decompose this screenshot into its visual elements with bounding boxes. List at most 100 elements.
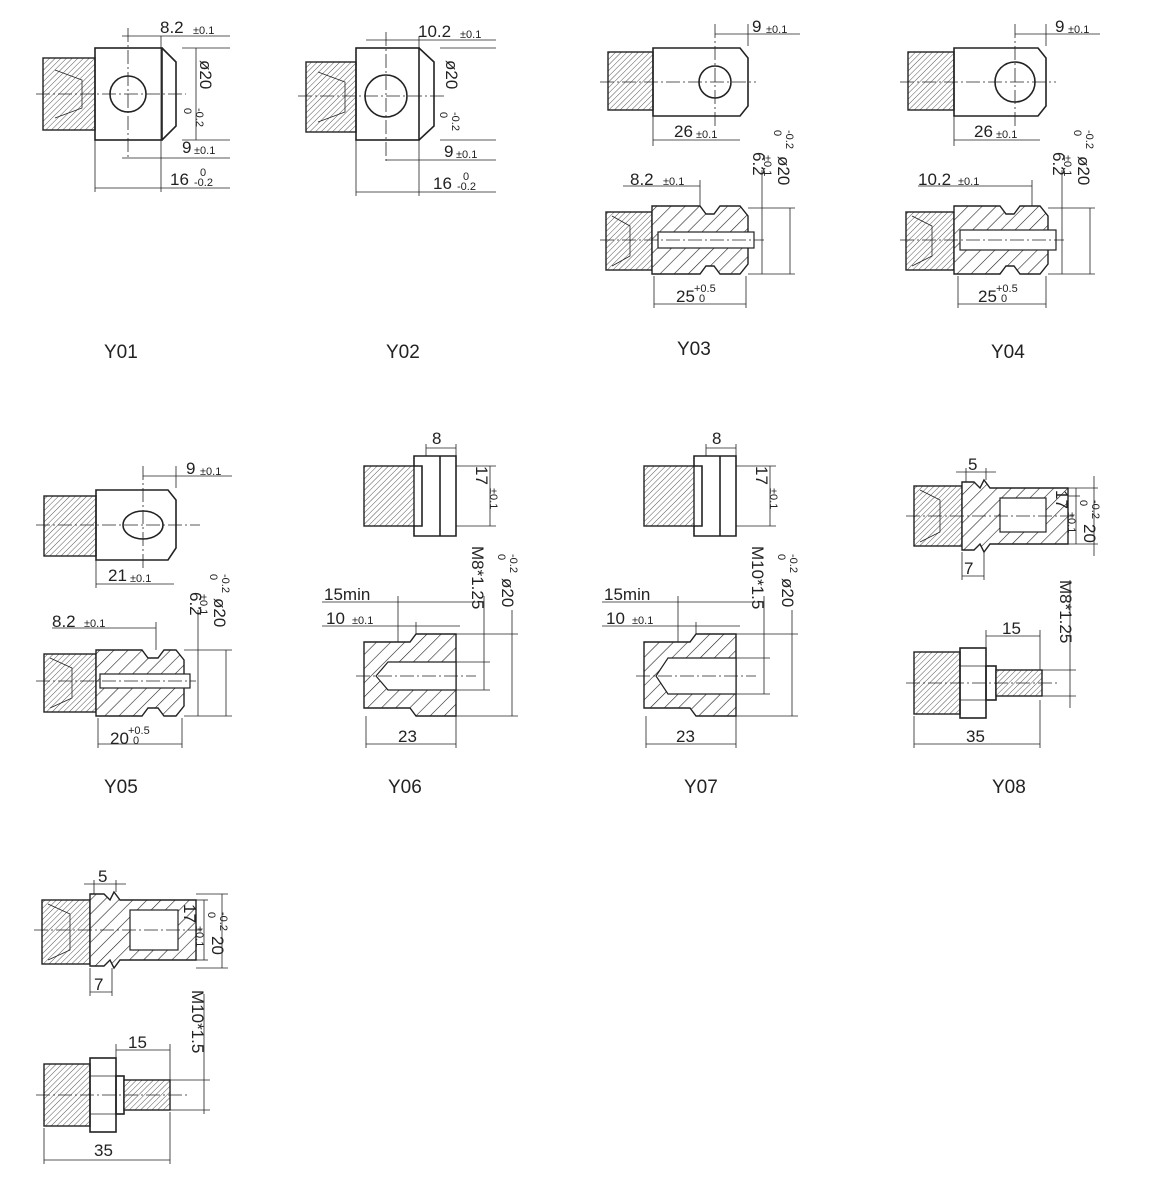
y04-dim-f-tol-lower: 0 bbox=[1001, 293, 1007, 305]
y09-dim-b: 17 bbox=[180, 904, 199, 923]
y06-dim-b: 17 bbox=[472, 466, 491, 485]
y04-dim-c-tol: ±0.1 bbox=[958, 176, 979, 188]
y04-dim-e: ø20 bbox=[1074, 156, 1093, 185]
y02-dim-a: 10.2 bbox=[418, 22, 451, 41]
y04-thread-section bbox=[905, 211, 955, 271]
y01-dim-d-tol-upper: 0 bbox=[181, 108, 193, 114]
y02-dim-a-tol: ±0.1 bbox=[460, 29, 481, 41]
y06-dim-b-tol: ±0.1 bbox=[487, 488, 499, 509]
y08-dim-e: 15 bbox=[1002, 619, 1021, 638]
y05-dim-b: 21 bbox=[108, 566, 127, 585]
y07-dim-e: M10*1.5 bbox=[748, 546, 767, 609]
y07-dim-g: 23 bbox=[676, 727, 695, 746]
y03-dim-b-tol: ±0.1 bbox=[696, 129, 717, 141]
y08-dim-b: 17 bbox=[1052, 490, 1071, 509]
part-y04: 9 ±0.1 26 ±0.1 10.2 ±0.1 6.2 ±0.1 ø20 0 … bbox=[900, 17, 1100, 363]
y06-label: Y06 bbox=[388, 777, 422, 798]
y02-dim-c: 16 bbox=[433, 174, 452, 193]
y07-dim-d: 10 bbox=[606, 609, 625, 628]
y04-dim-a-tol: ±0.1 bbox=[1068, 24, 1089, 36]
y01-dim-a: 8.2 bbox=[160, 18, 184, 37]
y08-dim-b-tol: ±0.1 bbox=[1065, 512, 1077, 533]
y06-thread bbox=[363, 465, 415, 527]
y08-dim-c-tol-upper: 0 bbox=[1077, 500, 1089, 506]
y03-dim-d: 6.2 bbox=[749, 152, 768, 176]
y07-thread bbox=[643, 465, 695, 527]
y03-dim-a: 9 bbox=[752, 17, 761, 36]
y02-dim-b-tol: ±0.1 bbox=[456, 149, 477, 161]
y07-body-top bbox=[693, 455, 737, 537]
y01-dim-d-tol-lower: -0.2 bbox=[193, 108, 205, 127]
y09-dim-c-tol-lower: -0.2 bbox=[217, 912, 229, 931]
y02-dim-b: 9 bbox=[444, 142, 453, 161]
y07-dim-b-tol: ±0.1 bbox=[767, 488, 779, 509]
y05-dim-d-tol: ±0.1 bbox=[197, 594, 209, 615]
y04-dim-a: 9 bbox=[1055, 17, 1064, 36]
y06-dim-e: M8*1.25 bbox=[468, 546, 487, 609]
y08-label: Y08 bbox=[992, 777, 1026, 798]
y04-dim-d-tol: ±0.1 bbox=[1061, 155, 1073, 176]
y08-dim-c: 20 bbox=[1080, 524, 1099, 543]
y07-dim-d-tol: ±0.1 bbox=[632, 615, 653, 627]
y03-dim-c: 8.2 bbox=[630, 170, 654, 189]
y01-dim-c: 16 bbox=[170, 170, 189, 189]
y07-label: Y07 bbox=[684, 777, 718, 798]
y02-dim-d-tol-lower: -0.2 bbox=[449, 112, 461, 131]
y04-dim-b-tol: ±0.1 bbox=[996, 129, 1017, 141]
part-y07: 8 17 ±0.1 15min 10 ±0.1 M10*1.5 ø20 0 -0… bbox=[602, 429, 799, 798]
y09-dim-c: 20 bbox=[208, 936, 227, 955]
y03-dim-f: 25 bbox=[676, 287, 695, 306]
y03-dim-c-tol: ±0.1 bbox=[663, 176, 684, 188]
y01-dim-b-tol: ±0.1 bbox=[194, 145, 215, 157]
y03-dim-e: ø20 bbox=[774, 156, 793, 185]
y07-dim-a: 8 bbox=[712, 429, 721, 448]
y09-dim-b-tol: ±0.1 bbox=[193, 926, 205, 947]
y06-dim-a: 8 bbox=[432, 429, 441, 448]
y04-dim-e-tol-upper: 0 bbox=[1071, 130, 1083, 136]
y06-dim-f: ø20 bbox=[498, 578, 517, 607]
y08-dim-c-tol-lower: -0.2 bbox=[1089, 500, 1101, 519]
y04-thread bbox=[907, 51, 955, 111]
y06-dim-f-tol-lower: -0.2 bbox=[507, 554, 519, 573]
y07-dim-b: 17 bbox=[752, 466, 771, 485]
y05-dim-f-tol-lower: 0 bbox=[133, 735, 139, 747]
y08-dim-f: M8*1.25 bbox=[1056, 580, 1075, 643]
y05-dim-a-tol: ±0.1 bbox=[200, 466, 221, 478]
y08-dim-a: 5 bbox=[968, 455, 977, 474]
y09-dim-d: 7 bbox=[94, 975, 103, 994]
y07-dim-c: 15min bbox=[604, 585, 650, 604]
y05-thread bbox=[43, 495, 97, 557]
part-y02: 10.2 ±0.1 9 ±0.1 16 0 -0.2 ø20 0 -0.2 Y0… bbox=[298, 22, 496, 363]
y04-dim-b: 26 bbox=[974, 122, 993, 141]
part-y03: 9 ±0.1 26 ±0.1 8.2 ±0.1 6.2 ±0.1 ø20 0 -… bbox=[600, 17, 800, 360]
y05-dim-f: 20 bbox=[110, 729, 129, 748]
y06-dim-d-tol: ±0.1 bbox=[352, 615, 373, 627]
y05-dim-a: 9 bbox=[186, 459, 195, 478]
y01-body bbox=[94, 47, 163, 141]
y04-dim-f: 25 bbox=[978, 287, 997, 306]
y09-thread bbox=[41, 899, 91, 965]
y05-thread-section bbox=[43, 653, 97, 713]
y05-dim-c-tol: ±0.1 bbox=[84, 618, 105, 630]
y05-dim-f-tol-upper: +0.5 bbox=[128, 725, 150, 737]
y01-dim-c-tol-upper: 0 bbox=[200, 167, 206, 179]
y03-dim-e-tol-upper: 0 bbox=[771, 130, 783, 136]
y01-dim-a-tol: ±0.1 bbox=[193, 25, 214, 37]
y04-dim-f-tol-upper: +0.5 bbox=[996, 283, 1018, 295]
y05-dim-e: ø20 bbox=[210, 598, 229, 627]
y01-dim-b: 9 bbox=[182, 138, 191, 157]
y01-dim-c-tol-lower: -0.2 bbox=[194, 177, 213, 189]
y08-dim-g: 35 bbox=[966, 727, 985, 746]
y03-dim-f-tol-lower: 0 bbox=[699, 293, 705, 305]
y05-dim-e-tol-upper: 0 bbox=[207, 574, 219, 580]
y07-dim-f: ø20 bbox=[778, 578, 797, 607]
y05-dim-e-tol-lower: -0.2 bbox=[219, 574, 231, 593]
y03-dim-e-tol-lower: -0.2 bbox=[783, 130, 795, 149]
part-y06: 8 17 ±0.1 15min 10 ±0.1 M8*1.25 ø20 0 -0… bbox=[322, 429, 519, 798]
y03-dim-f-tol-upper: +0.5 bbox=[694, 283, 716, 295]
y07-dim-f-tol-lower: -0.2 bbox=[787, 554, 799, 573]
part-y08: 5 17 ±0.1 20 0 -0.2 7 15 M8*1.25 35 Y08 bbox=[906, 455, 1101, 798]
y03-thread-section bbox=[605, 211, 653, 271]
y02-thread bbox=[305, 61, 357, 133]
y05-label: Y05 bbox=[104, 777, 138, 798]
